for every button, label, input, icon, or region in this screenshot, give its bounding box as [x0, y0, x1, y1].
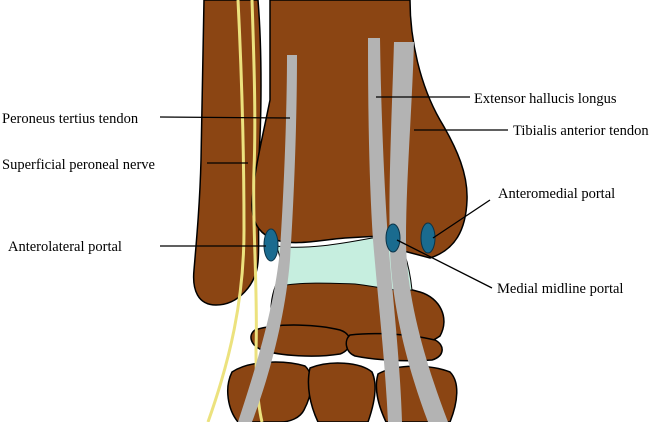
extensor-hallucis-longus-shape: [368, 38, 402, 422]
tibialis-anterior-tendon-shape: [389, 42, 448, 422]
anterolateral-portal-marker: [263, 228, 279, 262]
label-peroneus-tertius-tendon: Peroneus tertius tendon: [2, 111, 139, 127]
label-extensor-hallucis-longus: Extensor hallucis longus: [474, 91, 617, 107]
bones: [192, 0, 468, 423]
medial-midline-portal-marker: [385, 223, 401, 253]
cuneiform-intermediate: [307, 362, 376, 423]
cuboid: [226, 361, 312, 423]
label-tibialis-anterior-tendon: Tibialis anterior tendon: [513, 123, 649, 139]
label-superficial-peroneal-nerve: Superficial peroneal nerve: [2, 157, 155, 173]
fibula: [192, 0, 262, 306]
label-medial-midline-portal: Medial midline portal: [497, 281, 623, 297]
anteromedial-portal-marker: [420, 222, 436, 254]
label-anteromedial-portal: Anteromedial portal: [498, 186, 615, 202]
label-anterolateral-portal: Anterolateral portal: [8, 239, 122, 255]
peroneus-tertius-tendon-shape: [238, 55, 297, 422]
tibia: [251, 0, 468, 259]
leader-lines: [159, 96, 508, 289]
